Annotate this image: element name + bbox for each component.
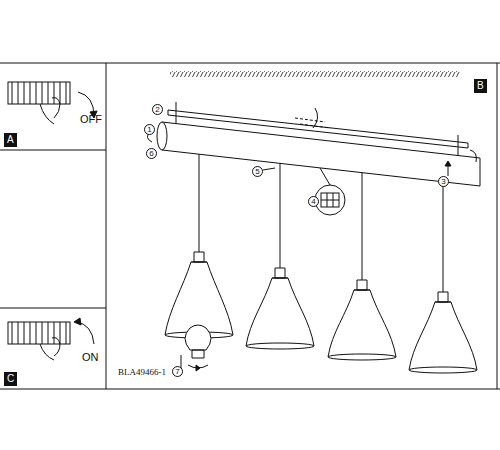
callout-number: 4	[308, 196, 319, 207]
panel-letter: C	[4, 372, 17, 386]
panel-letter: A	[4, 133, 17, 147]
lamp-shade	[246, 163, 314, 346]
switch-state: ON	[82, 352, 99, 363]
callout-number: 7	[172, 366, 183, 377]
panel-letter: B	[474, 79, 487, 93]
callout-number: 3	[438, 176, 449, 187]
lamp-shade	[409, 182, 477, 370]
lamp-shade	[328, 173, 396, 357]
lamp-shade	[165, 154, 233, 335]
switch-state: OFF	[80, 114, 102, 125]
callout-number: 2	[152, 104, 163, 115]
reference-code: BLA49466-1	[118, 368, 166, 377]
callout-number: 5	[252, 166, 263, 177]
callout-number: 6	[146, 148, 157, 159]
callout-number: 1	[144, 124, 155, 135]
